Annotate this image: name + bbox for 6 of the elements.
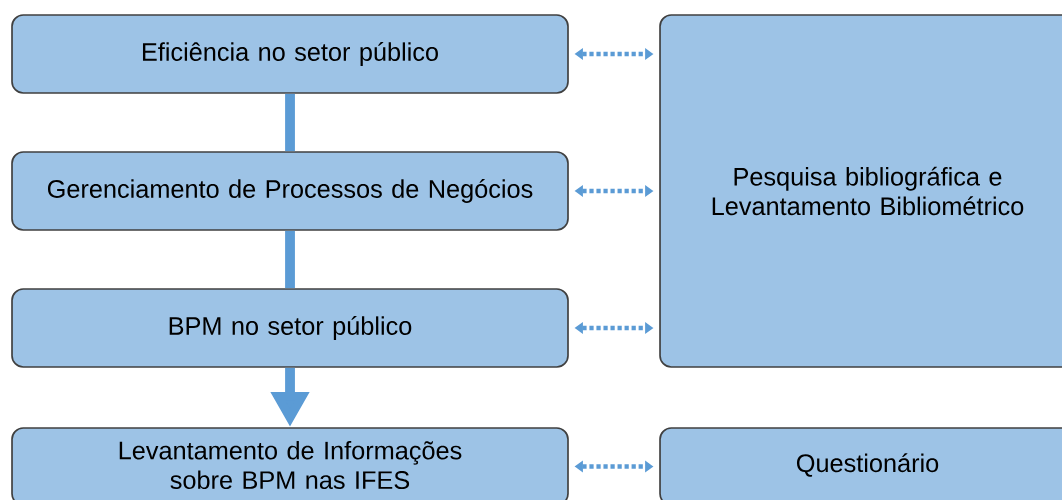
process-box: Pesquisa bibliográfica e Levantamento Bibliométrico bbox=[659, 14, 1062, 368]
process-box: BPM no setor público bbox=[11, 288, 569, 368]
process-box: Gerenciamento de Processos de Negócios bbox=[11, 151, 569, 231]
process-box: Eficiência no setor público bbox=[11, 14, 569, 94]
process-box: Questionário bbox=[659, 427, 1062, 500]
process-box: Levantamento de Informações sobre BPM nas IFES bbox=[11, 427, 569, 500]
